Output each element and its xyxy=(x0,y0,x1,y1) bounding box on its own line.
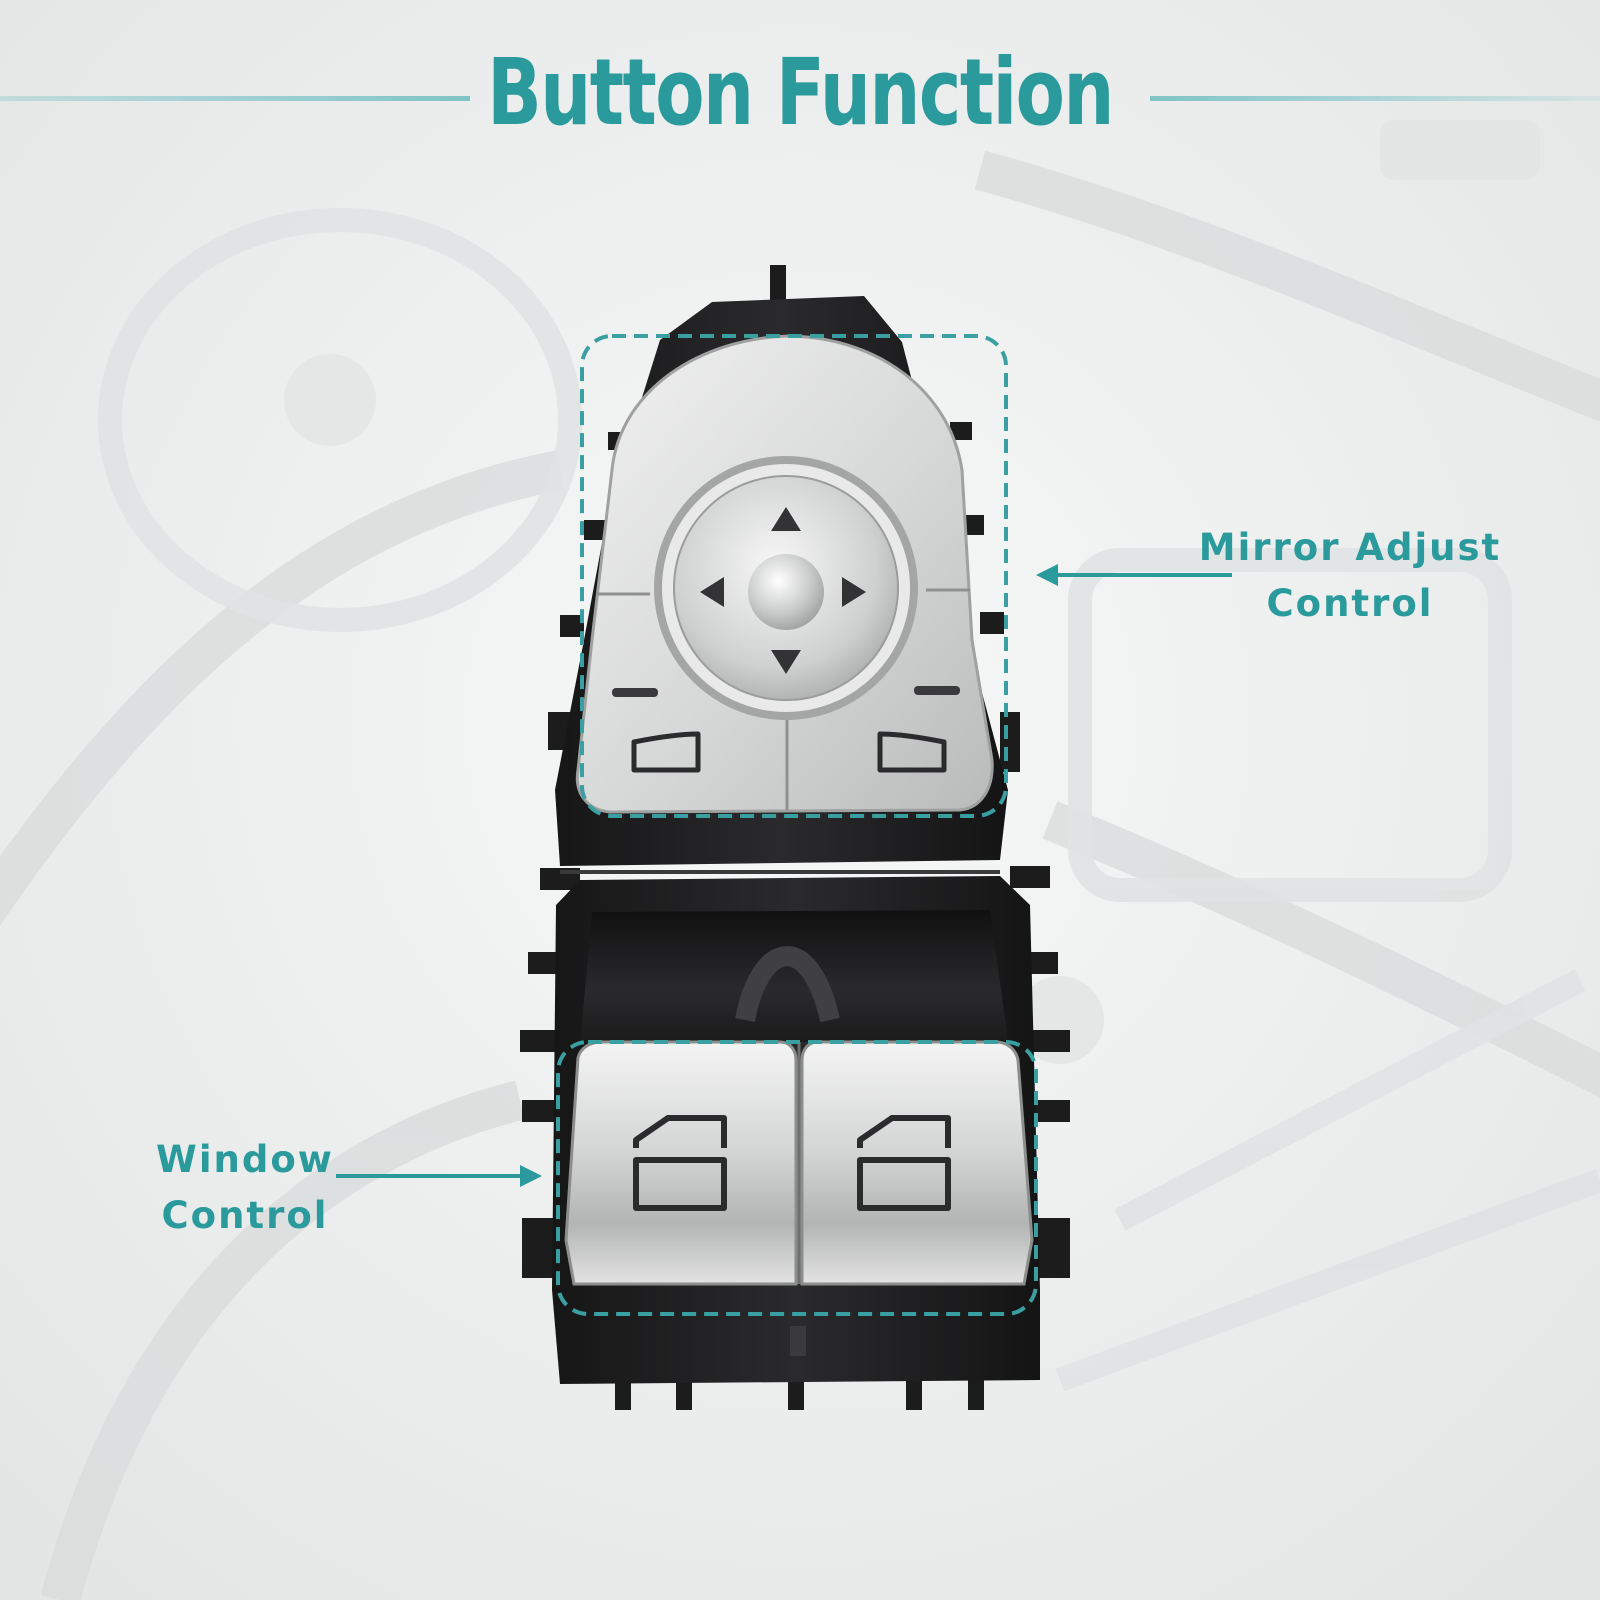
window-right-icon xyxy=(857,1115,951,1211)
window-left-icon xyxy=(633,1115,727,1211)
title-rule-right xyxy=(1150,96,1600,101)
mirror-adjust-label: Mirror Adjust Control xyxy=(1190,520,1510,632)
mirror-adjust-highlight xyxy=(580,334,1008,818)
mirror-right-icon[interactable] xyxy=(877,731,947,773)
window-button-right[interactable] xyxy=(800,1040,1034,1286)
arrow-left-icon xyxy=(700,577,724,607)
mirror-adjust-knob[interactable] xyxy=(654,456,918,720)
title-rule-left xyxy=(0,96,470,101)
window-callout-arrow xyxy=(336,1165,542,1187)
window-control-highlight xyxy=(556,1040,1038,1316)
mirror-callout-arrow xyxy=(1036,564,1232,586)
arrow-down-icon xyxy=(771,650,801,674)
dash-right-icon xyxy=(914,686,960,695)
dash-left-icon xyxy=(612,688,658,697)
joystick-cap[interactable] xyxy=(748,554,824,630)
page-title: Button Function xyxy=(487,39,1114,146)
mirror-label-line1: Mirror Adjust xyxy=(1198,526,1502,569)
mirror-label-line2: Control xyxy=(1266,582,1434,625)
window-button-left[interactable] xyxy=(564,1040,798,1286)
arrow-up-icon xyxy=(771,507,801,531)
mirror-left-icon[interactable] xyxy=(631,731,701,773)
arrow-right-icon xyxy=(842,577,866,607)
window-label-line2: Control xyxy=(161,1194,329,1237)
window-label-line1: Window xyxy=(156,1138,334,1181)
window-control-label: Window Control xyxy=(130,1132,360,1244)
